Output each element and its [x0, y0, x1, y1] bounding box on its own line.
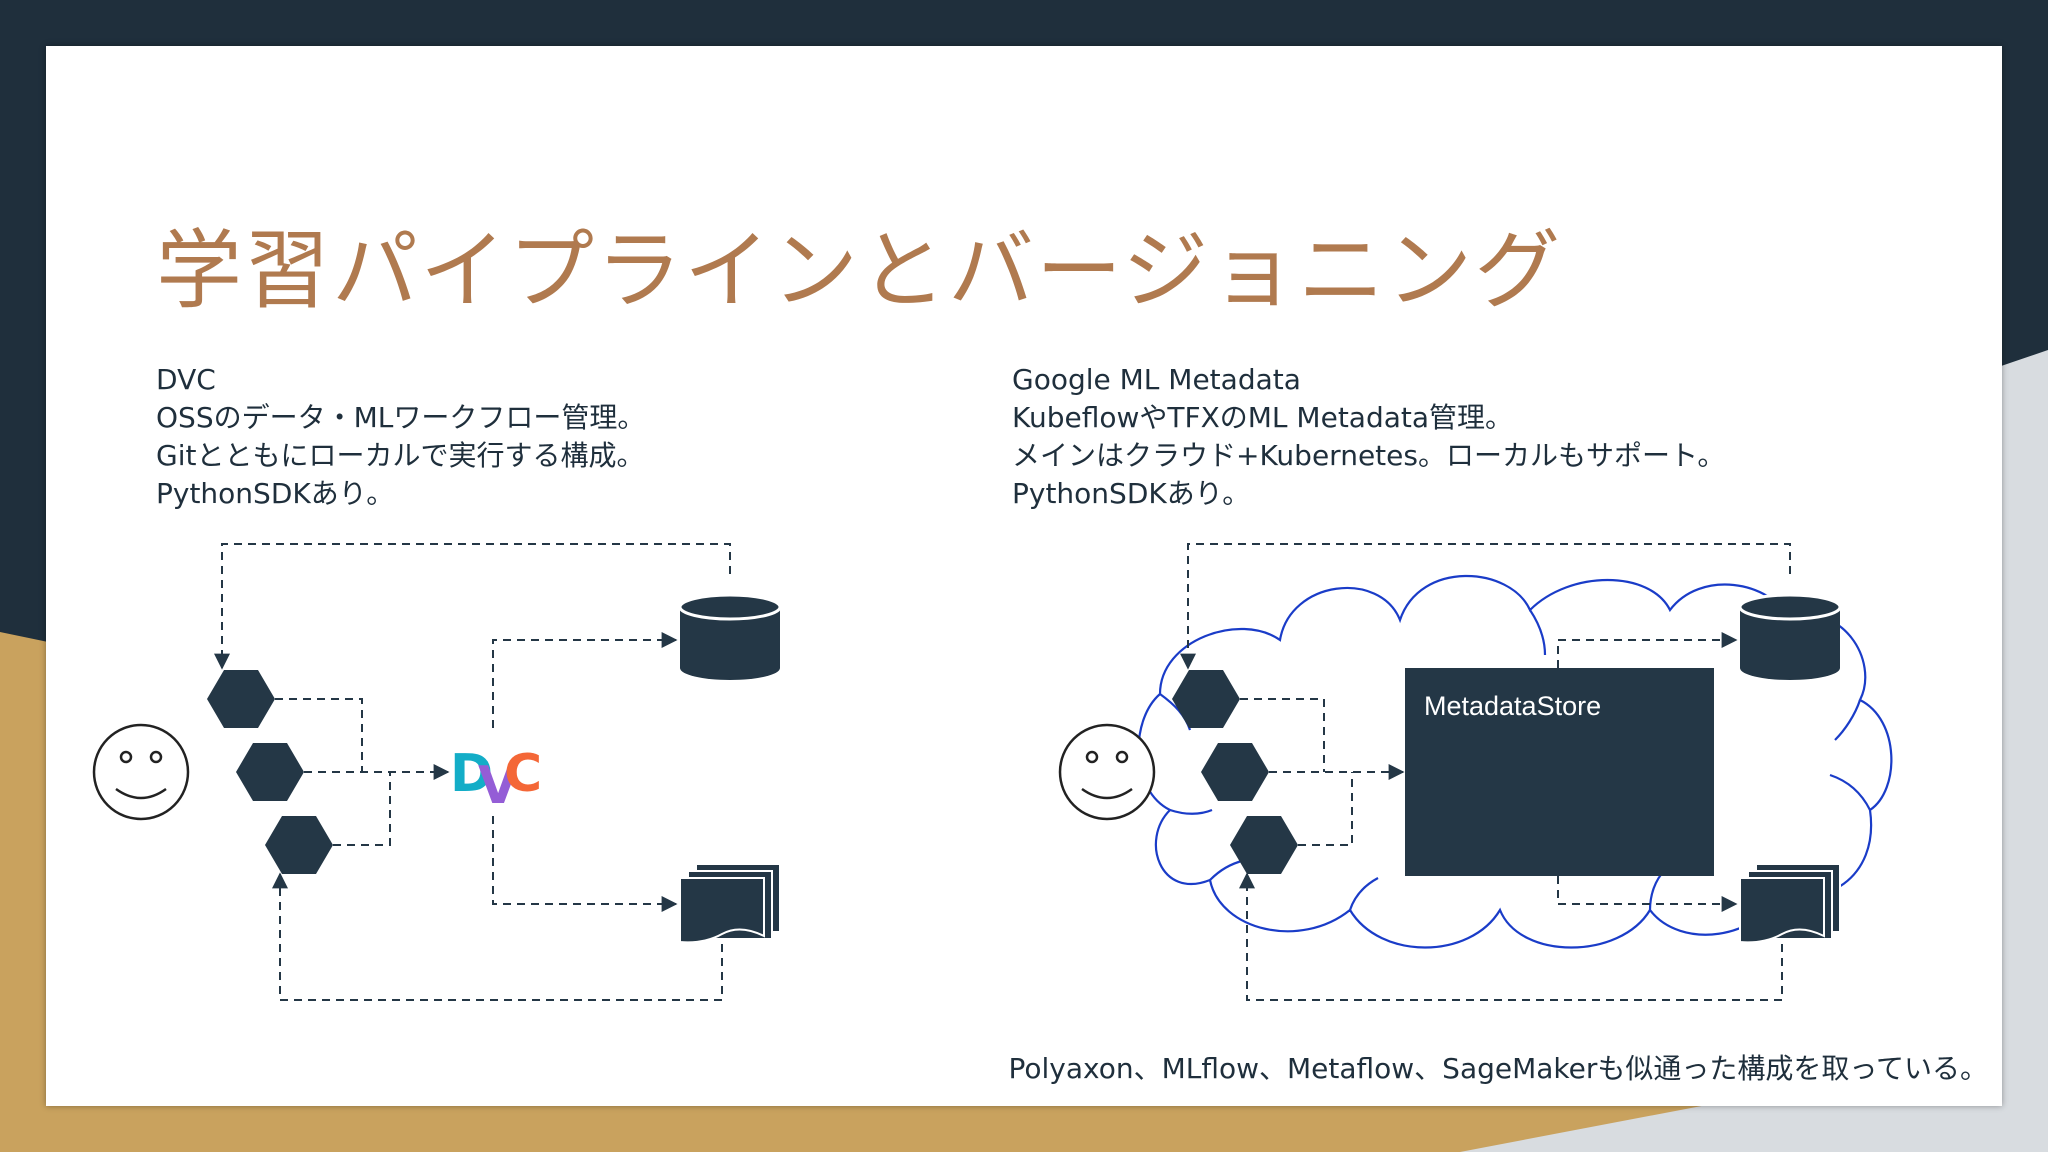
footer-note: Polyaxon、MLflow、Metaflow、SageMakerも似通った構… [1008, 1052, 1988, 1085]
smiley-face-icon [92, 723, 190, 821]
dvc-line: DVC [156, 363, 216, 396]
database-cylinder-icon [1738, 593, 1842, 680]
mlmd-line: Google ML Metadata [1012, 363, 1301, 396]
mlmd-line: KubeflowやTFXのML Metadata管理。 [1012, 401, 1514, 434]
metadata-store-label: MetadataStore [1424, 691, 1601, 721]
dvc-logo-icon: D V C [450, 744, 542, 816]
hexagon-icon [1172, 670, 1240, 728]
hexagon-icon [265, 816, 333, 874]
dvc-line: OSSのデータ・MLワークフロー管理。 [156, 401, 646, 434]
dvc-line: Gitとともにローカルで実行する構成。 [156, 439, 645, 472]
dvc-logo-c: C [504, 744, 542, 804]
mlmd-line: メインはクラウド+Kubernetes。ローカルもサポート。 [1012, 439, 1726, 472]
document-stack-icon [679, 863, 781, 944]
dvc-line: PythonSDKあり。 [156, 477, 395, 510]
mlmd-description: Google ML Metadata KubeflowやTFXのML Metad… [1012, 361, 1725, 513]
dvc-logo-d: D [450, 744, 493, 804]
hexagon-icon [1230, 816, 1298, 874]
hexagon-icon [236, 743, 304, 801]
hexagon-icon [1201, 743, 1269, 801]
mlmd-line: PythonSDKあり。 [1012, 477, 1251, 510]
hexagon-icon [207, 670, 275, 728]
dvc-logo-v: V [478, 756, 518, 816]
metadata-store-box [1405, 668, 1714, 876]
dvc-diagram [214, 543, 731, 1001]
mlmd-diagram [1180, 543, 1791, 1001]
document-stack-icon [1739, 863, 1841, 944]
database-cylinder-icon [678, 593, 782, 680]
dvc-description: DVC OSSのデータ・MLワークフロー管理。 Gitとともにローカルで実行する… [156, 361, 645, 513]
slide-title: 学習パイプラインとバージョニング [156, 221, 1563, 321]
smiley-face-icon [1058, 723, 1156, 821]
